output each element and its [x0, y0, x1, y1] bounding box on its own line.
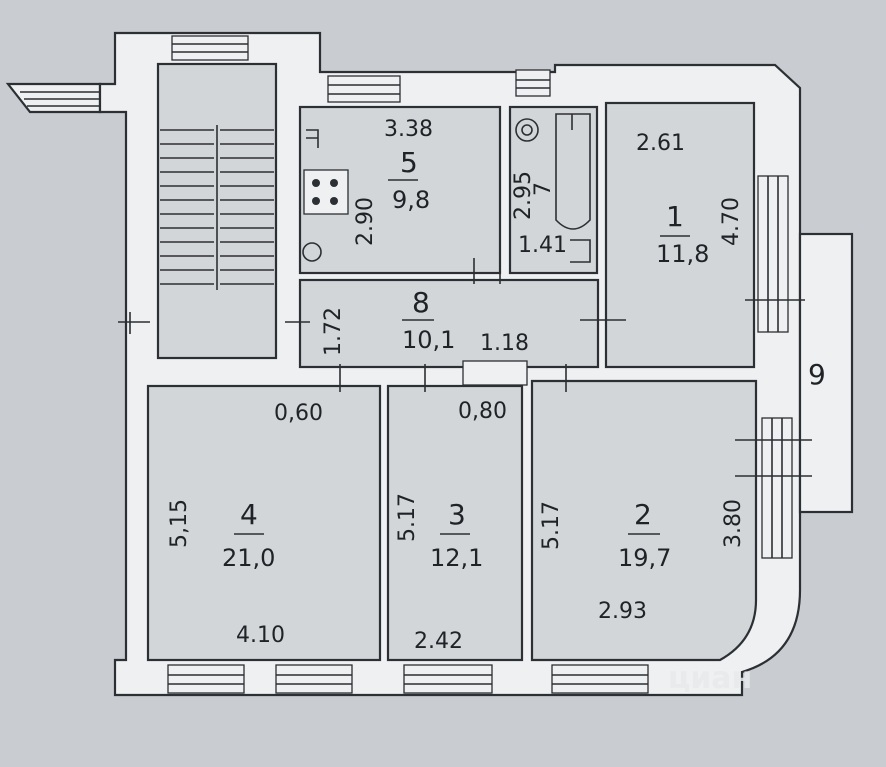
window-room-2-bottom — [551, 664, 649, 694]
window-kitchen — [327, 75, 401, 103]
watermark-logo: циан — [668, 661, 752, 696]
room-1-length: 4.70 — [719, 197, 744, 246]
room-4-width: 4.10 — [236, 623, 285, 648]
door-width-b: 0,80 — [458, 399, 507, 424]
room-1 — [604, 101, 756, 369]
room-2-width: 2.93 — [598, 599, 647, 624]
room-1-width: 2.61 — [636, 131, 685, 156]
stove-icon — [303, 169, 349, 215]
window-bath — [515, 69, 551, 97]
room-3-length: 5.17 — [395, 493, 420, 542]
window-room-1 — [757, 175, 789, 333]
svg-text:циан: циан — [668, 661, 752, 696]
room-3-width: 2.42 — [414, 629, 463, 654]
room-4-area: 21,0 — [222, 544, 275, 572]
window-stair-top — [171, 35, 249, 61]
room-3-number: 3 — [448, 498, 466, 531]
room-7-length: 2.95 — [511, 171, 536, 220]
room-3 — [386, 384, 524, 662]
door-width-a: 0,60 — [274, 401, 323, 426]
room-8-width: 1.72 — [321, 307, 346, 356]
room-2-area: 19,7 — [618, 544, 671, 572]
sink-icon — [306, 129, 319, 148]
room-8-corridor — [298, 278, 600, 369]
bathtub-icon — [555, 113, 591, 230]
toilet-icon — [515, 118, 539, 142]
room-9-loggia — [798, 232, 854, 514]
room-5-area: 9,8 — [392, 186, 430, 214]
room-2-number: 2 — [634, 498, 652, 531]
window-room-4 — [167, 664, 245, 694]
room-2-side: 5.17 — [539, 501, 564, 550]
window-room-4b — [275, 664, 353, 694]
room-8-number: 8 — [412, 286, 430, 319]
room-5-width: 3.38 — [384, 117, 433, 142]
room-2 — [530, 379, 758, 662]
room-1-area: 11,8 — [656, 240, 709, 268]
room-7-number: 7 — [531, 182, 556, 196]
room-1-number: 1 — [666, 200, 684, 233]
room-4 — [146, 384, 382, 662]
bathroom-fixtures — [515, 113, 591, 263]
stairwell — [156, 62, 278, 360]
room-7-width: 1.41 — [518, 233, 567, 258]
room-5-length: 2.90 — [353, 197, 378, 246]
door-markers — [118, 258, 812, 477]
room-8-length: 1.18 — [480, 331, 529, 356]
room-3-area: 12,1 — [430, 544, 483, 572]
windows — [167, 35, 793, 694]
room-4-number: 4 — [240, 498, 258, 531]
room-4-length: 5,15 — [167, 499, 192, 548]
window-room-3 — [403, 664, 493, 694]
left-entrance-steps — [5, 82, 102, 114]
window-room-2 — [761, 417, 793, 559]
room-2-length: 3.80 — [721, 499, 746, 548]
room-5-number: 5 — [400, 146, 418, 179]
kitchen-fixtures — [302, 129, 349, 262]
washbasin-icon — [570, 239, 591, 263]
room-8-area: 10,1 — [402, 326, 455, 354]
room-9-number: 9 — [808, 358, 826, 391]
gas-meter-icon — [302, 242, 322, 262]
